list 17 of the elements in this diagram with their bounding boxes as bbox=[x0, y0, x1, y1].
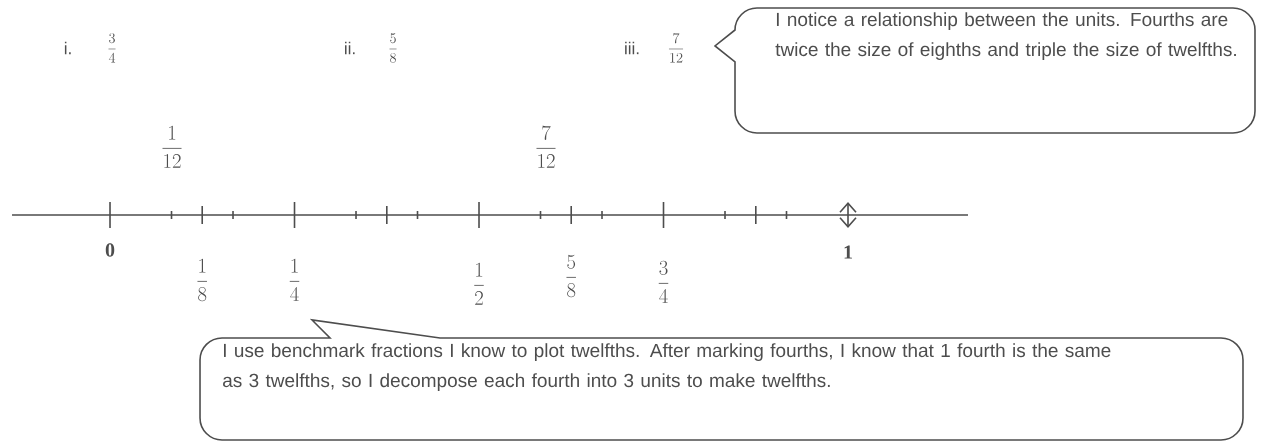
fraction: $\frac{7}{12}$ bbox=[668, 33, 684, 63]
number-label: 0 bbox=[105, 243, 115, 257]
number-label: 1 bbox=[844, 245, 852, 259]
fraction: $\frac{5}{8}$ bbox=[389, 33, 397, 63]
fraction-label: $\frac{1}{4}$ bbox=[289, 258, 300, 301]
fraction: $\frac{3}{4}$ bbox=[108, 33, 116, 63]
fraction-label: $\frac{1}{12}$ bbox=[162, 125, 182, 168]
fraction-label: $\frac{7}{12}$ bbox=[536, 125, 556, 168]
speech-bubble: I notice a relationship between the units. Fourths are twice the size of eighths and triple the size of twelfths. bbox=[714, 7, 1256, 134]
item-numeral: ii. bbox=[345, 41, 355, 55]
fraction-label: $\frac{1}{2}$ bbox=[474, 262, 484, 305]
fraction-label: $\frac{1}{8}$ bbox=[197, 258, 207, 302]
item-numeral: i. bbox=[64, 41, 71, 55]
fraction-label: $\frac{5}{8}$ bbox=[566, 254, 576, 298]
item-numeral: iii. bbox=[625, 41, 639, 55]
speech-bubble: I use benchmark fractions I know to plot twelfths. After marking fourths, I know that 1 fourth is the same as 3 twelfths, so I decompose each fourth into 3 units to make twelfths. bbox=[199, 319, 1244, 441]
fraction-label: $\frac{3}{4}$ bbox=[658, 260, 669, 303]
